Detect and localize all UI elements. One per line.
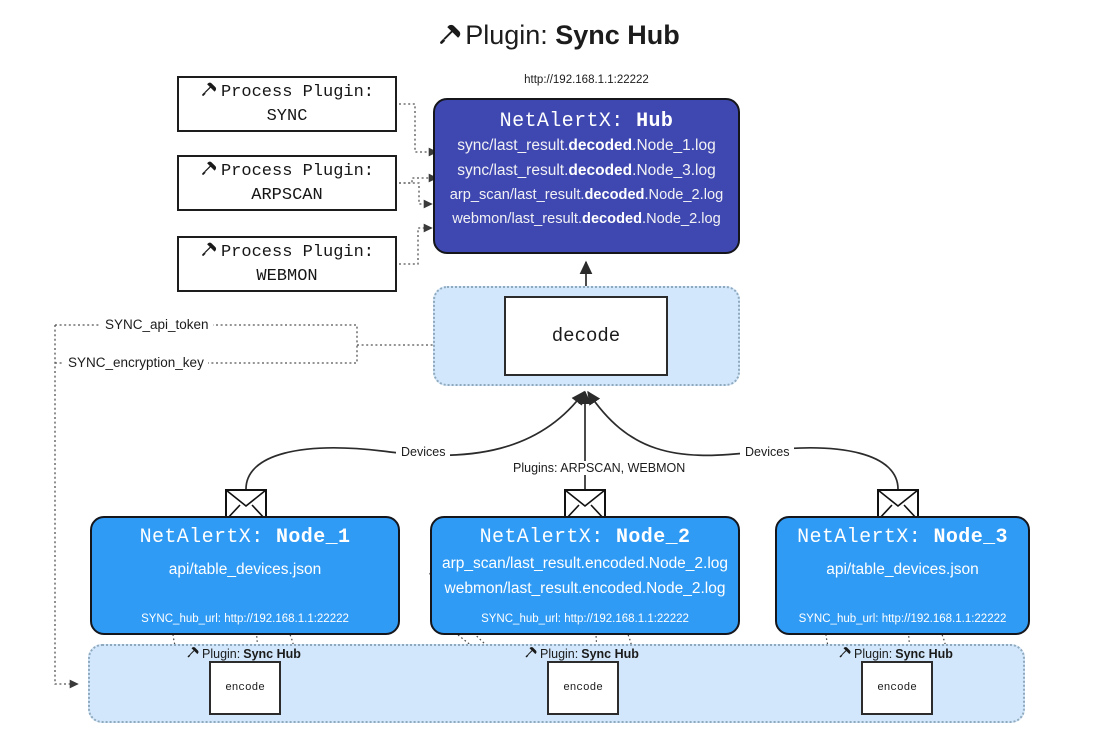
encode-box[interactable]: encode [861, 661, 933, 715]
node-title: NetAlertX: Node_3 [797, 526, 1008, 549]
node-box-node-2[interactable]: NetAlertX: Node_2 arp_scan/last_result.e… [430, 516, 740, 635]
hub-log-line: sync/last_result.decoded.Node_3.log [457, 162, 716, 179]
hub-box[interactable]: NetAlertX: Hub sync/last_result.decoded.… [433, 98, 740, 254]
node-lines: api/table_devices.json [92, 557, 398, 582]
encoder-plugin-label: Plugin:Sync Hub [524, 645, 639, 662]
node-lines: arp_scan/last_result.encoded.Node_2.log … [432, 551, 738, 601]
sync-encryption-key-label: SYNC_encryption_key [64, 355, 208, 370]
plug-icon [186, 645, 200, 662]
node-log-line: api/table_devices.json [826, 561, 979, 578]
hub-title: NetAlertX: Hub [499, 110, 674, 133]
envelope-icon [877, 489, 919, 521]
node-hub-url: SYNC_hub_url: http://192.168.1.1:22222 [798, 613, 1007, 625]
node-hub-url: SYNC_hub_url: http://192.168.1.1:22222 [481, 613, 689, 625]
hub-url-caption: http://192.168.1.1:22222 [524, 74, 649, 86]
node-box-node-1[interactable]: NetAlertX: Node_1 api/table_devices.json… [90, 516, 400, 635]
node-title: NetAlertX: Node_1 [139, 526, 351, 549]
node-lines: api/table_devices.json [777, 557, 1028, 582]
title-name: Sync Hub [555, 20, 680, 50]
process-plugin-name: WEBMON [256, 267, 318, 286]
process-plugin-heading: Process Plugin: [200, 240, 374, 266]
process-plugin-name: ARPSCAN [251, 186, 323, 205]
plug-icon [437, 21, 463, 55]
node-title: NetAlertX: Node_2 [479, 526, 691, 549]
process-plugin-webmon[interactable]: Process Plugin: WEBMON [177, 236, 397, 292]
decode-box[interactable]: decode [504, 296, 668, 376]
plug-icon [524, 645, 538, 662]
process-plugin-heading: Process Plugin: [200, 159, 374, 185]
hub-log-line: webmon/last_result.decoded.Node_2.log [452, 211, 721, 227]
hub-log-line: sync/last_result.decoded.Node_1.log [457, 137, 716, 154]
title-prefix: Plugin: [465, 20, 556, 50]
edge-label-plugins: Plugins: ARPSCAN, WEBMON [508, 461, 691, 475]
node-hub-url: SYNC_hub_url: http://192.168.1.1:22222 [141, 613, 349, 625]
edge-label-devices-right: Devices [740, 445, 795, 459]
plug-icon [200, 159, 218, 185]
node-log-line: arp_scan/last_result.encoded.Node_2.log [441, 555, 729, 572]
process-plugin-heading: Process Plugin: [200, 80, 374, 106]
node-box-node-3[interactable]: NetAlertX: Node_3 api/table_devices.json… [775, 516, 1030, 635]
encode-box[interactable]: encode [547, 661, 619, 715]
encoder-plugin-label: Plugin:Sync Hub [186, 645, 301, 662]
sync-api-token-label: SYNC_api_token [101, 317, 213, 332]
process-plugin-name: SYNC [266, 107, 308, 126]
encoder-plugin-label: Plugin:Sync Hub [838, 645, 953, 662]
envelope-icon [564, 489, 606, 521]
plug-icon [838, 645, 852, 662]
hub-log-line: arp_scan/last_result.decoded.Node_2.log [449, 187, 724, 203]
process-plugin-sync[interactable]: Process Plugin: SYNC [177, 76, 397, 132]
process-plugin-arpscan[interactable]: Process Plugin: ARPSCAN [177, 155, 397, 211]
node-log-line: webmon/last_result.encoded.Node_2.log [444, 580, 726, 597]
node-log-line: api/table_devices.json [168, 561, 322, 578]
plug-icon [200, 240, 218, 266]
edge-label-devices-left: Devices [396, 445, 451, 459]
encode-box[interactable]: encode [209, 661, 281, 715]
plug-icon [200, 80, 218, 106]
page-title: Plugin: Sync Hub [0, 18, 1117, 55]
